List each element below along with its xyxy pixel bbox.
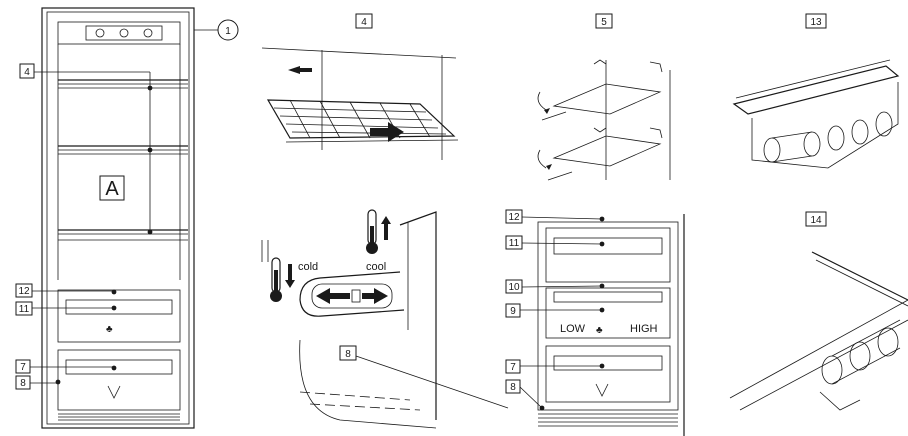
slide-arrow-right-icon [370, 122, 404, 142]
arrow-down-icon [285, 264, 295, 288]
zone-a-label [99, 175, 125, 201]
control-knob-center-icon [119, 28, 129, 38]
callout-14-top-text: 14 [810, 215, 822, 226]
humidity-vegetable-icon: ♣ [596, 325, 603, 336]
callout-12-right-text: 12 [508, 212, 520, 223]
callout-8-right [505, 379, 521, 394]
drawer-handle-icon [107, 385, 121, 399]
callout-8-mid [339, 345, 357, 361]
callout-8-right-text: 8 [510, 382, 516, 393]
thermometer-cold-icon [270, 257, 282, 302]
slide-arrow-left-icon [288, 66, 312, 74]
callout-11-left [15, 301, 33, 316]
callout-9-right-text: 9 [510, 306, 516, 317]
callout-14-top [805, 211, 827, 227]
callout-1 [217, 19, 239, 41]
callout-12-left [15, 283, 33, 298]
control-panel [57, 21, 181, 45]
callout-13-top-text: 13 [810, 17, 822, 28]
shelf-3 [58, 229, 188, 241]
humidity-high-label: HIGH [630, 323, 658, 335]
lower-shelf [552, 135, 662, 167]
callout-11-right-text: 11 [509, 238, 520, 249]
callout-11-left-text: 11 [19, 304, 30, 315]
callout-8-left [15, 375, 31, 390]
callout-4-left [19, 63, 35, 79]
callout-4-top [355, 13, 373, 29]
cool-label: cool [366, 261, 386, 273]
callout-8-left-text: 8 [20, 378, 26, 389]
shelf-2 [58, 145, 188, 155]
fridge-overview: A ♣ 1 4 12 11 7 8 [15, 7, 239, 429]
control-knob-right-icon [143, 28, 153, 38]
zone-a-text: A [105, 178, 119, 200]
temperature-slider[interactable] [311, 283, 393, 309]
callout-8-mid-text: 8 [345, 349, 351, 360]
callout-4-top-text: 4 [361, 17, 367, 28]
can-rack-panel: 13 [732, 13, 900, 169]
crisper-panel: LOW ♣ HIGH 12 11 10 9 7 8 [505, 209, 685, 436]
shelf-removal-panel: 4 [261, 13, 459, 160]
drawer-7-right [545, 345, 671, 403]
shelf-1 [58, 79, 188, 89]
callout-7-right-text: 7 [510, 362, 516, 373]
callout-1-text: 1 [225, 26, 231, 37]
base-grille-right [538, 413, 678, 427]
cold-label: cold [298, 261, 318, 273]
callout-10-right-text: 10 [508, 282, 520, 293]
slider-arrow-left-icon [316, 288, 350, 304]
drawer-7 [57, 349, 181, 411]
can-rack-detail-panel: 14 [729, 211, 908, 411]
shelf-adjust-panel: 5 [537, 13, 671, 181]
humidity-low-label: LOW [560, 323, 586, 335]
callout-7-right [505, 359, 521, 374]
callout-12-right [505, 209, 523, 224]
drawer-11-right [545, 227, 671, 283]
callout-9-right [505, 303, 521, 318]
thermostat-panel: cold cool 8 [261, 209, 509, 429]
callout-5-top [595, 13, 613, 29]
base-grille [58, 413, 180, 421]
control-knob-left-icon [95, 28, 105, 38]
cans-detail-icon [821, 319, 901, 385]
thermometer-cool-icon [366, 209, 378, 254]
callout-5-top-text: 5 [601, 17, 607, 28]
slider-arrow-right-icon [362, 288, 388, 304]
drawer-9-right [545, 287, 671, 339]
callout-12-left-text: 12 [18, 286, 30, 297]
callout-13-top [805, 13, 827, 29]
vegetable-icon: ♣ [106, 324, 113, 335]
crisper-cabinet [537, 221, 679, 411]
glass-shelf [732, 65, 900, 115]
callout-4-left-text: 4 [24, 67, 30, 78]
callout-7-left [15, 359, 31, 374]
drawer-11 [57, 289, 181, 343]
wire-shelf [266, 99, 456, 139]
callout-11-right [505, 235, 523, 250]
arrow-up-icon [381, 216, 391, 240]
cans-icon [763, 111, 893, 163]
callout-10-right [505, 279, 523, 294]
callout-7-left-text: 7 [20, 362, 26, 373]
upper-shelf [552, 83, 662, 115]
